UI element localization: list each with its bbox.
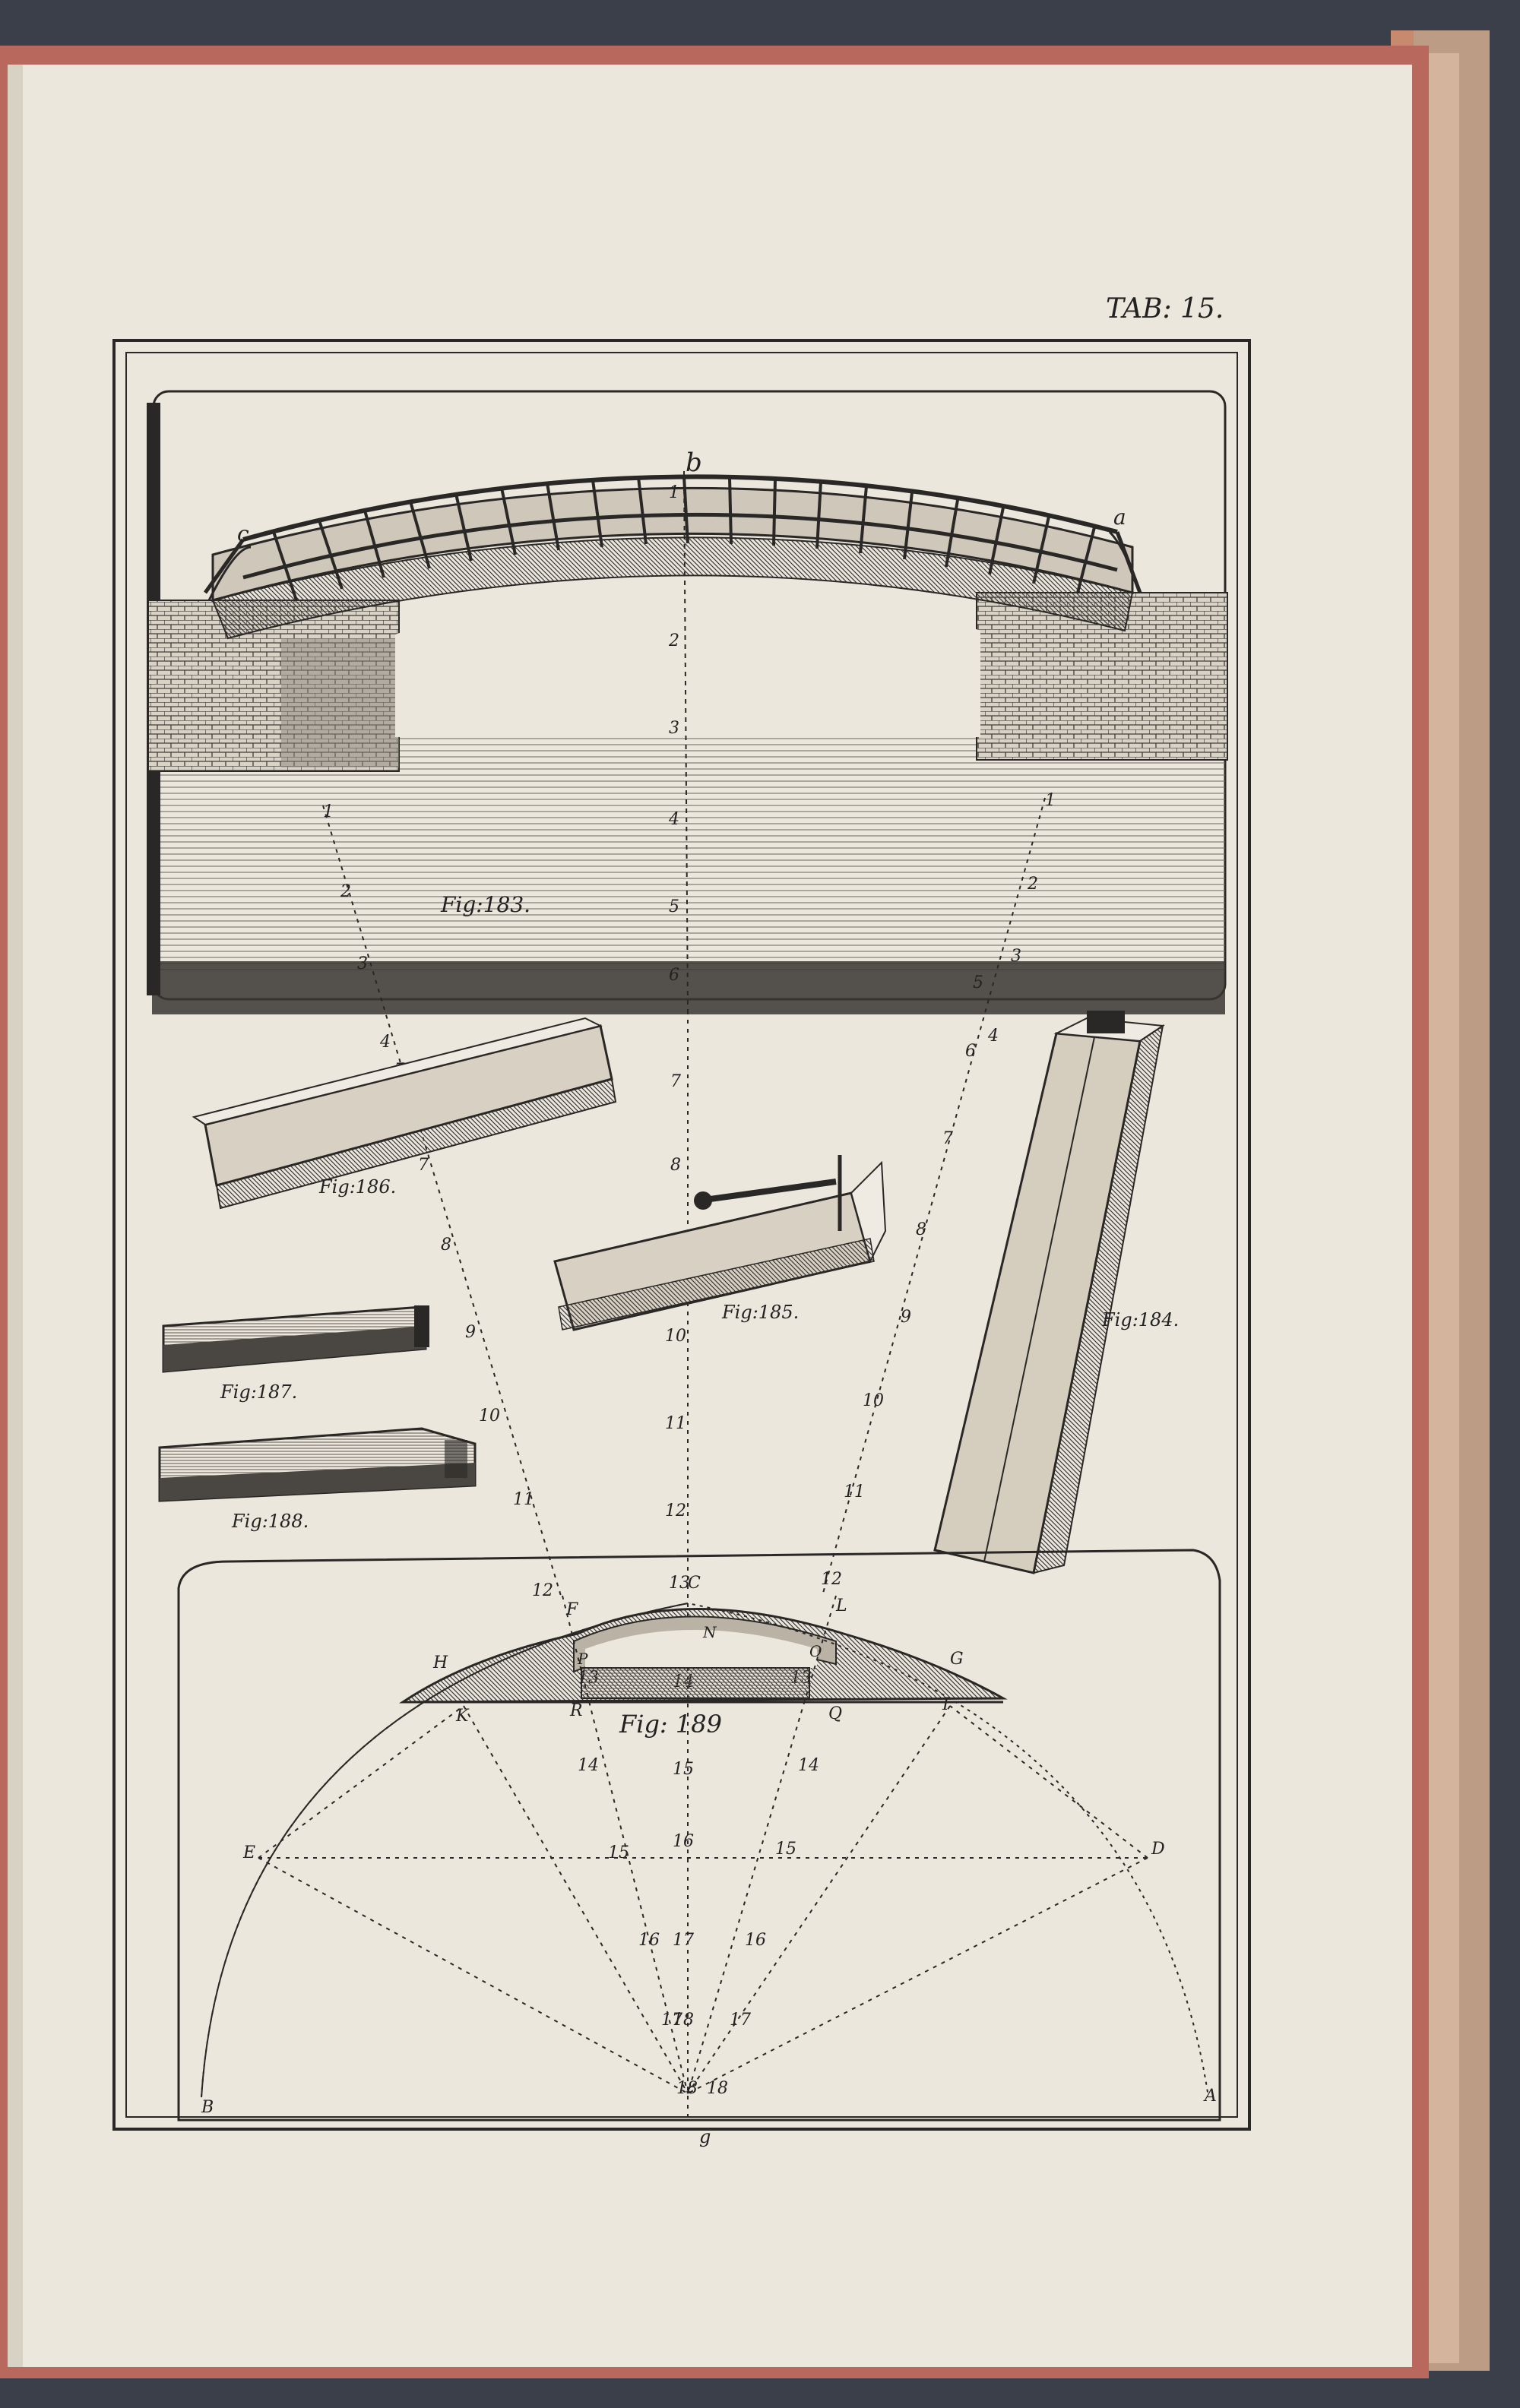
svg-text:2: 2 (668, 631, 679, 650)
svg-text:18: 18 (673, 2011, 694, 2030)
svg-text:3: 3 (357, 954, 368, 973)
letter-C: C (688, 1574, 701, 1593)
svg-text:8: 8 (441, 1236, 451, 1255)
letter-g: g (699, 2126, 711, 2147)
fig189-arch-diagram: C N F L H G P O K R Q I E D B A g Fig: 1… (177, 1549, 1221, 2147)
fig186-caption: Fig:186. (318, 1176, 396, 1198)
plate-frame-outer (112, 339, 1251, 2131)
svg-text:6: 6 (669, 966, 679, 985)
svg-text:7: 7 (942, 1129, 953, 1148)
svg-text:7: 7 (670, 1072, 681, 1091)
fig184-beam: Fig:184. (933, 1011, 1179, 1574)
svg-text:18: 18 (676, 2079, 698, 2098)
svg-text:4: 4 (379, 1033, 391, 1052)
fig189-caption: Fig: 189 (619, 1710, 722, 1739)
svg-text:11: 11 (513, 1490, 534, 1509)
svg-text:12: 12 (665, 1501, 686, 1520)
svg-text:9: 9 (465, 1323, 476, 1342)
bridge-letter-a: a (1113, 505, 1126, 530)
svg-text:7: 7 (418, 1156, 429, 1175)
fig187-beam: Fig:187. (162, 1305, 429, 1403)
svg-text:5: 5 (669, 897, 679, 916)
svg-text:13: 13 (669, 1574, 690, 1593)
letter-D: D (1151, 1840, 1165, 1859)
svg-text:5: 5 (973, 973, 983, 992)
svg-text:3: 3 (669, 719, 679, 738)
svg-text:15: 15 (775, 1840, 796, 1859)
svg-text:10: 10 (665, 1327, 686, 1346)
svg-text:8: 8 (916, 1220, 926, 1239)
letter-L: L (835, 1596, 847, 1615)
letter-I: I (942, 1695, 950, 1714)
fig184-caption: Fig:184. (1101, 1309, 1179, 1331)
svg-text:1: 1 (669, 483, 679, 502)
svg-text:8: 8 (670, 1156, 681, 1175)
letter-E: E (242, 1843, 255, 1862)
svg-text:16: 16 (638, 1931, 660, 1950)
svg-text:17: 17 (661, 2011, 682, 2030)
fig183-caption: Fig:183. (440, 892, 530, 917)
svg-text:4: 4 (987, 1027, 999, 1046)
letter-F: F (565, 1600, 578, 1619)
svg-text:1: 1 (1045, 791, 1056, 810)
fig183-bridge: b c a Fig:183. (147, 390, 1228, 1014)
svg-text:17: 17 (730, 2011, 751, 2030)
fig188-beam: Fig:188. (158, 1427, 477, 1532)
fig185-caption: Fig:185. (721, 1302, 799, 1323)
svg-text:4: 4 (668, 810, 679, 829)
letter-N: N (702, 1623, 717, 1641)
construction-lines (322, 797, 1046, 2120)
letter-B: B (201, 2098, 214, 2117)
svg-text:16: 16 (673, 1832, 694, 1851)
svg-text:9: 9 (901, 1308, 911, 1327)
svg-text:18: 18 (707, 2079, 728, 2098)
letter-H: H (432, 1653, 448, 1672)
bridge-letter-b: b (686, 448, 702, 478)
letter-A: A (1203, 2087, 1217, 2106)
right-scale: 1 2 3 4 5 6 7 8 9 10 11 12 13 14 15 16 1… (707, 791, 1056, 2098)
svg-text:10: 10 (479, 1407, 500, 1425)
bridge-letter-c: c (237, 521, 249, 546)
svg-text:10: 10 (863, 1391, 884, 1410)
fig188-caption: Fig:188. (231, 1511, 309, 1532)
svg-text:3: 3 (1011, 947, 1021, 966)
svg-text:12: 12 (821, 1570, 842, 1589)
svg-text:11: 11 (844, 1482, 865, 1501)
svg-text:2: 2 (1027, 875, 1038, 894)
letter-P: P (577, 1650, 588, 1668)
fig186-beam: Fig:186. (192, 1017, 617, 1210)
letter-Q: Q (828, 1704, 842, 1723)
svg-text:16: 16 (745, 1931, 766, 1950)
svg-text:14: 14 (578, 1756, 599, 1775)
letter-K: K (455, 1707, 470, 1726)
svg-text:15: 15 (673, 1760, 694, 1779)
svg-text:2: 2 (340, 882, 351, 901)
letter-G: G (950, 1650, 964, 1669)
svg-text:1: 1 (323, 802, 334, 821)
svg-text:12: 12 (532, 1581, 553, 1600)
svg-text:6: 6 (965, 1042, 976, 1061)
plate-frame-inner (125, 352, 1238, 2118)
letter-O: O (809, 1642, 822, 1660)
fig187-caption: Fig:187. (220, 1381, 297, 1403)
svg-text:14: 14 (798, 1756, 819, 1775)
tab-label: TAB: 15. (1106, 293, 1224, 324)
svg-text:17: 17 (673, 1931, 694, 1950)
svg-text:11: 11 (665, 1414, 686, 1433)
letter-R: R (569, 1701, 583, 1720)
fig185-beam: Fig:185. (553, 1155, 887, 1331)
